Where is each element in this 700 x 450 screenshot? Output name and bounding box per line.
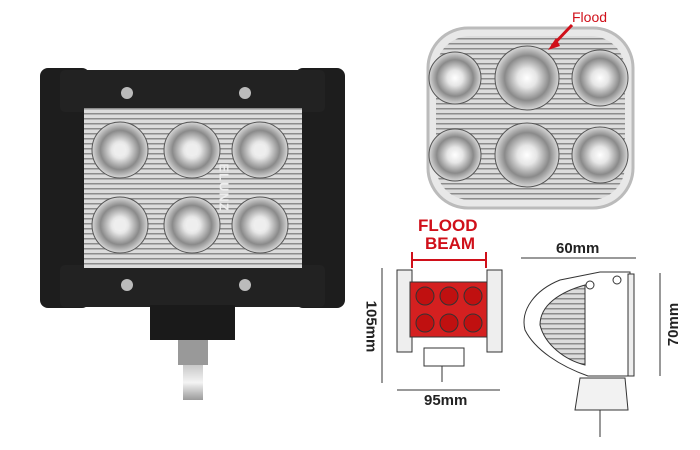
beam-label-line1: FLOOD [418,216,478,235]
side-dimension-diagram [521,257,661,437]
flood-callout-label: Flood [572,9,608,25]
height-dimension-label: 105mm [362,300,380,353]
side-height-dimension-label: 70mm [665,302,683,347]
brand-logo: ELUNZ [216,163,232,212]
lens-closeup [426,23,635,210]
light-housing [40,68,345,400]
front-dimension-diagram [381,252,503,391]
width-dimension-label: 95mm [424,392,468,409]
beam-label-line2: BEAM [425,234,476,253]
depth-dimension-label: 60mm [556,240,600,257]
